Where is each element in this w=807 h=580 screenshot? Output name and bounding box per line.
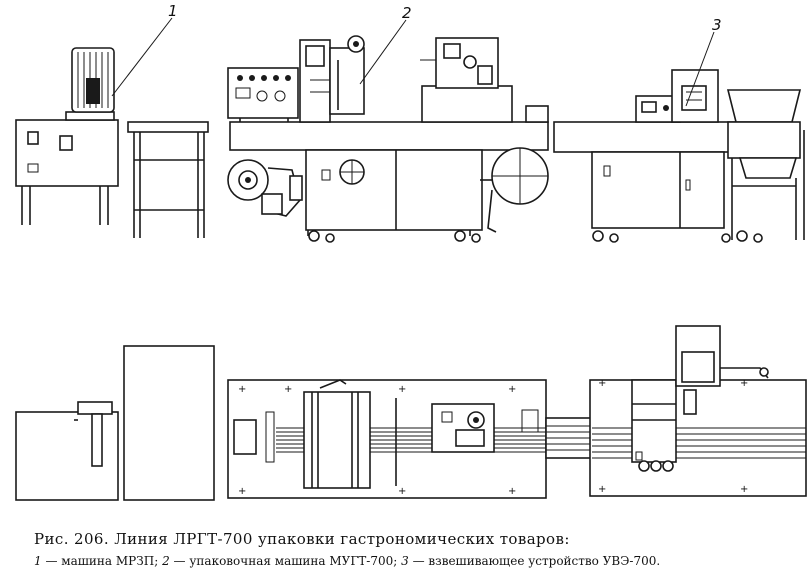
front-view: 1 2 3: [15, 2, 805, 243]
legend-number: 2: [162, 554, 170, 568]
legend-dash: —: [408, 554, 429, 568]
side-table-front: [127, 121, 209, 238]
machine-mrzp-front: [15, 47, 119, 225]
caption-legend: 1 — машина МРЗП; 2 — упаковочная машина …: [34, 554, 660, 568]
callout-1: 1: [168, 2, 178, 20]
svg-text:+: +: [598, 484, 606, 495]
svg-text:+: +: [598, 378, 606, 389]
legend-text: взвешивающее устройство УВЭ-700.: [428, 554, 661, 568]
legend-text: упаковочная машина МУГТ-700;: [189, 554, 398, 568]
callout-2: 2: [402, 4, 412, 22]
legend-dash: —: [41, 554, 62, 568]
svg-text:+: +: [398, 486, 406, 497]
legend-item-3: 3 — взвешивающее устройство УВЭ-700.: [401, 554, 660, 568]
legend-item-1: 1 — машина МРЗП;: [34, 554, 158, 568]
caption-title: Рис. 206. Линия ЛРГТ-700 упаковки гастро…: [34, 530, 570, 548]
legend-dash: —: [169, 554, 190, 568]
callout-leaders: [111, 17, 715, 107]
svg-text:+: +: [740, 378, 748, 389]
svg-text:+: +: [740, 484, 748, 495]
machine-mrzp-plan: [15, 401, 119, 501]
svg-text:+: +: [284, 384, 292, 395]
legend-text: машина МРЗП;: [61, 554, 159, 568]
svg-text:+: +: [238, 486, 246, 497]
machine-uve-plan: + + + +: [589, 325, 807, 497]
legend-number: 3: [401, 554, 409, 568]
svg-text:+: +: [508, 486, 516, 497]
machine-uve-front: [553, 69, 805, 243]
svg-text:+: +: [398, 384, 406, 395]
machine-mugt-front: [227, 35, 549, 243]
legend-item-2: 2 — упаковочная машина МУГТ-700;: [162, 554, 397, 568]
plan-view: + + + + + + +: [15, 325, 807, 501]
svg-text:+: +: [238, 384, 246, 395]
legend-number: 1: [34, 554, 42, 568]
side-table-plan: [123, 345, 215, 501]
technical-drawing: 1 2 3: [15, 2, 807, 501]
link-conveyor-plan: [545, 417, 593, 459]
machine-mugt-plan: + + + + + + +: [227, 379, 547, 499]
callout-3: 3: [712, 16, 722, 34]
svg-text:+: +: [508, 384, 516, 395]
figure-caption: Рис. 206. Линия ЛРГТ-700 упаковки гастро…: [0, 522, 807, 580]
